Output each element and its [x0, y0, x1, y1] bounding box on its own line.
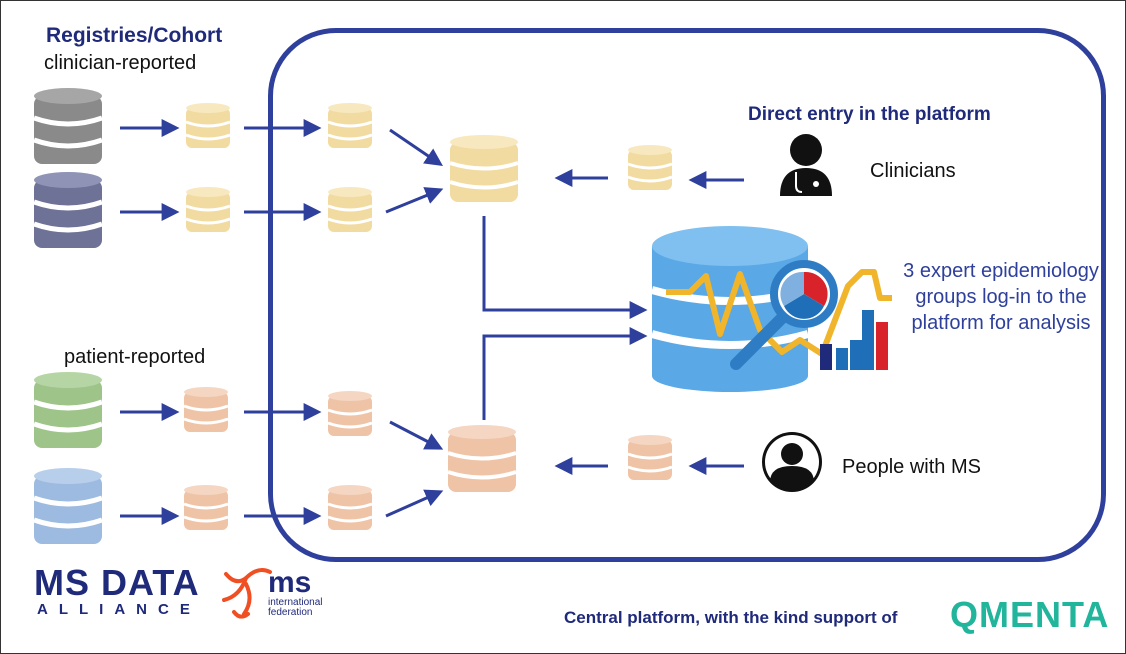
msif-logo-text: ms international federation: [268, 568, 322, 618]
qmenta-logo: QMENTA: [950, 594, 1110, 635]
database-icon: [326, 185, 374, 234]
footer-text: Central platform, with the kind support …: [564, 608, 898, 627]
registries-heading: Registries/Cohort: [46, 24, 223, 47]
database-icon: [326, 101, 374, 150]
people-with-ms-label: People with MS: [842, 456, 981, 478]
database-icon: [326, 483, 374, 532]
database-icon: [34, 468, 102, 544]
database-icon: [446, 423, 518, 494]
database-icon: [626, 143, 674, 192]
msif-logo-main: ms: [268, 566, 312, 599]
database-icon: [182, 483, 230, 532]
database-icon: [34, 88, 102, 164]
magnifier-icon: [730, 260, 838, 370]
database-icon: [182, 385, 230, 434]
person-icon: [762, 432, 822, 492]
clinician-icon: [780, 134, 832, 196]
patient-reported-label: patient-reported: [64, 346, 206, 368]
database-icon: [448, 133, 520, 204]
ms-data-logo-line1: MS DATA: [34, 562, 200, 603]
clinicians-label: Clinicians: [870, 160, 956, 182]
database-icon: [34, 172, 102, 248]
msif-logo-sub1: international: [268, 597, 323, 608]
trend-line-icon: [666, 269, 892, 357]
central-platform-boundary: [268, 28, 1106, 562]
database-icon: [184, 101, 232, 150]
bar-chart-icon: [820, 310, 888, 370]
msif-logo-icon: [222, 568, 272, 619]
ms-data-logo-line2: ALLIANCE: [37, 601, 201, 618]
database-icon: [184, 185, 232, 234]
clinician-reported-label: clinician-reported: [44, 52, 197, 74]
database-icon: [326, 389, 374, 438]
flow-arrows: [120, 119, 744, 525]
analysis-description: 3 expert epidemiology groups log-in to t…: [903, 260, 1099, 334]
ms-data-alliance-logo: MS DATA ALLIANCE: [34, 565, 201, 619]
database-icon: [34, 372, 102, 448]
direct-entry-heading: Direct entry in the platform: [748, 104, 991, 125]
database-icon: [626, 433, 674, 482]
msif-logo-sub2: federation: [268, 607, 313, 618]
